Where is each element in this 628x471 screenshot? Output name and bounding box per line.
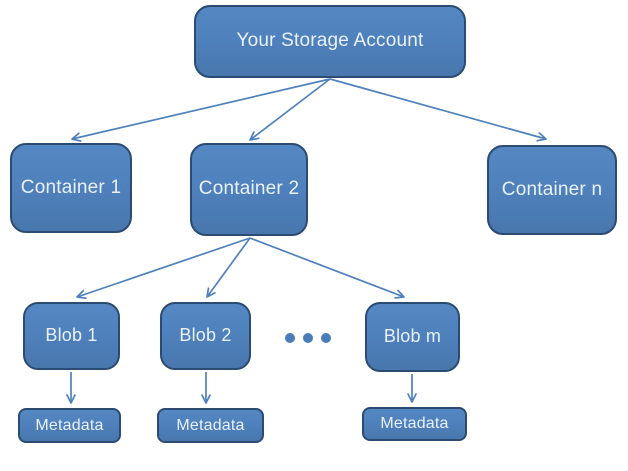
node-blob-m: Blob m xyxy=(365,302,460,372)
node-container-1: Container 1 xyxy=(10,143,132,233)
ellipsis-dot-icon xyxy=(321,333,331,343)
edge-container2-blob2 xyxy=(206,237,251,298)
node-container-n-label: Container n xyxy=(501,178,603,200)
node-blob-m-label: Blob m xyxy=(383,326,442,347)
node-blob-1: Blob 1 xyxy=(23,302,120,370)
node-container-2: Container 2 xyxy=(190,143,308,236)
node-container-n: Container n xyxy=(487,145,617,235)
node-storage-account: Your Storage Account xyxy=(194,5,466,78)
node-metadata-1: Metadata xyxy=(18,408,121,443)
node-metadata-1-label: Metadata xyxy=(35,416,104,434)
node-blob-2-label: Blob 2 xyxy=(179,325,232,346)
edge-container2-blob1 xyxy=(76,237,251,300)
node-blob-2: Blob 2 xyxy=(160,302,251,370)
ellipsis-dots-icon xyxy=(285,333,331,343)
edge-container2-blobm xyxy=(249,237,405,299)
node-metadata-3-label: Metadata xyxy=(380,415,449,433)
node-metadata-2-label: Metadata xyxy=(176,416,245,434)
node-blob-1-label: Blob 1 xyxy=(45,325,98,346)
ellipsis-dot-icon xyxy=(285,333,295,343)
node-metadata-3: Metadata xyxy=(362,407,467,441)
edge-storage-containern xyxy=(329,78,547,142)
edge-storage-container2 xyxy=(249,78,331,141)
ellipsis-dot-icon xyxy=(303,333,313,343)
node-storage-account-label: Your Storage Account xyxy=(236,30,424,52)
node-metadata-2: Metadata xyxy=(157,408,264,443)
node-container-1-label: Container 1 xyxy=(20,176,122,198)
edge-storage-container1 xyxy=(71,78,331,142)
node-container-2-label: Container 2 xyxy=(198,178,300,200)
